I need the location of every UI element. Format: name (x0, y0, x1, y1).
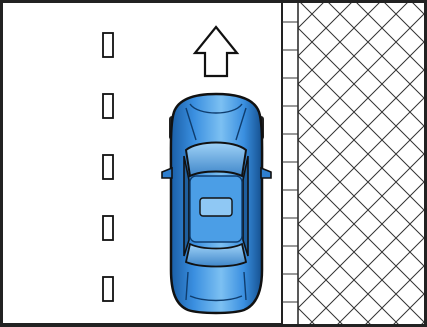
lane-dash (103, 94, 113, 118)
lane-dash (103, 216, 113, 240)
lane-dash (103, 277, 113, 301)
sunroof (200, 198, 232, 216)
windshield (186, 143, 246, 177)
lane-dash (103, 33, 113, 57)
curb-area (282, 0, 424, 327)
lane-dash (103, 155, 113, 179)
car-top-view (162, 94, 271, 313)
